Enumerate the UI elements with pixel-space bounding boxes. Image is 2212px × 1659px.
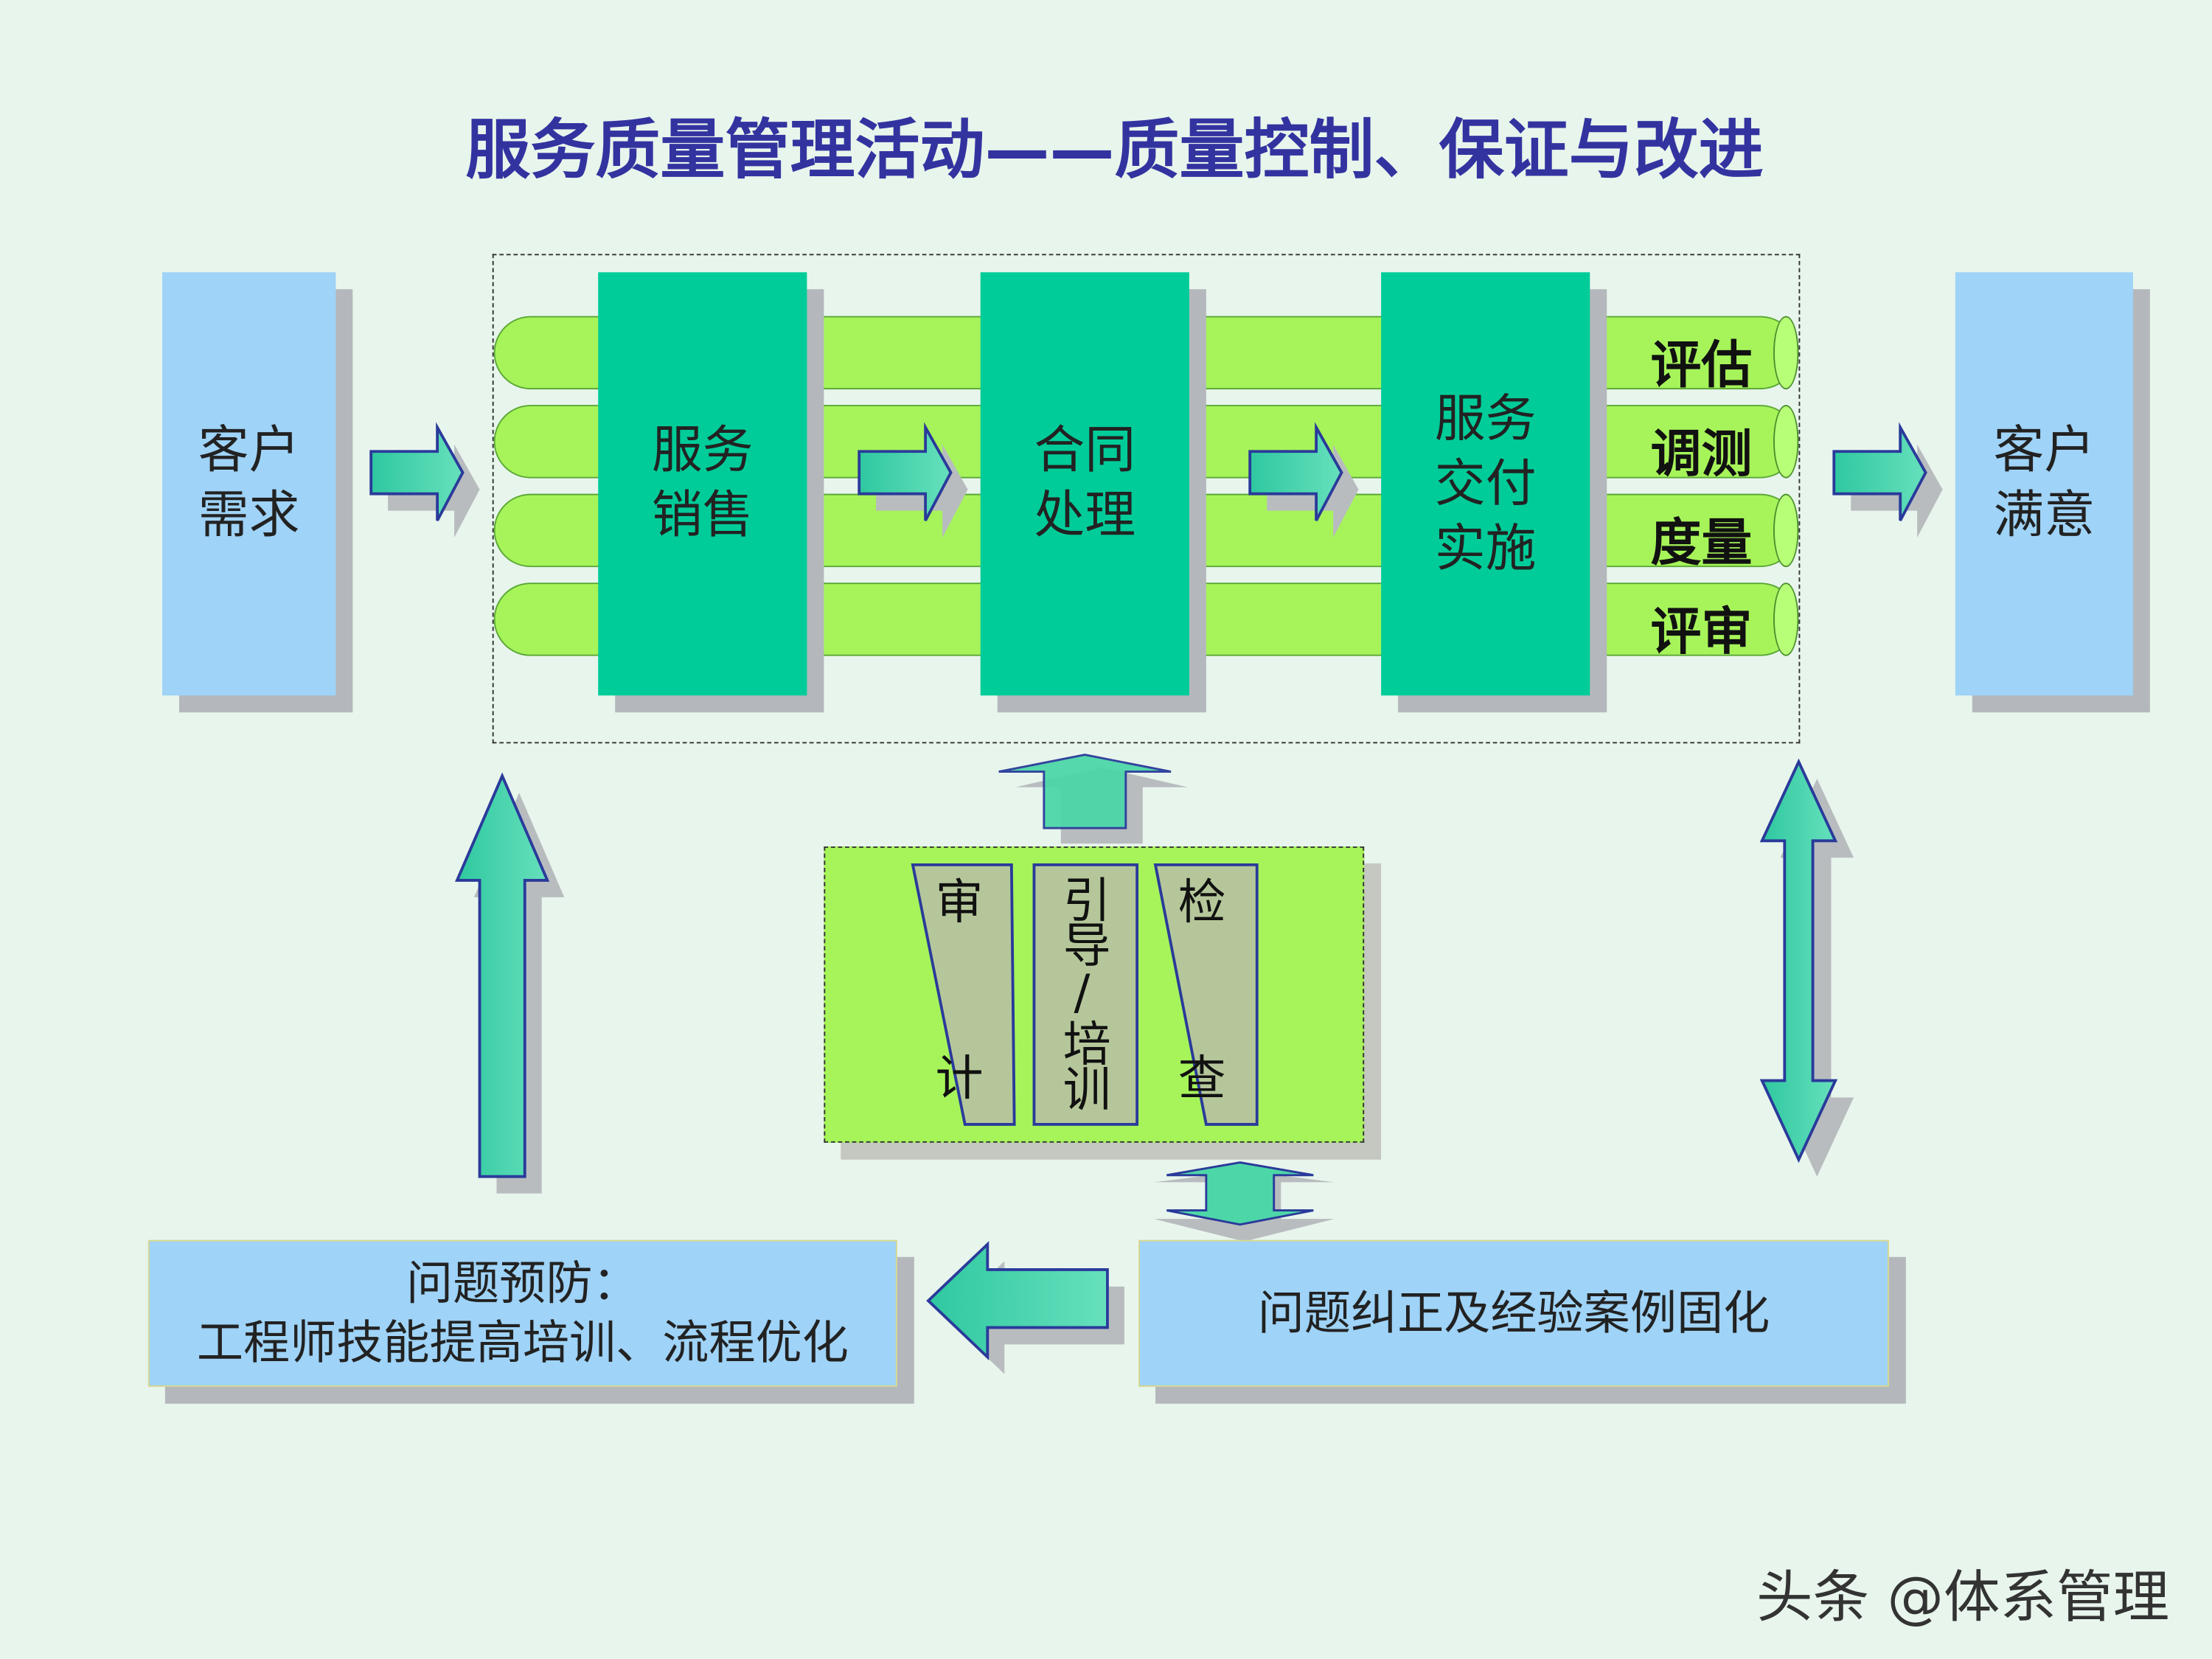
process-frame [492,254,1801,744]
watermark: 头条 @体系管理 [1756,1565,2170,1631]
support-frame [824,846,1365,1143]
audit-top-char: 审 [935,874,984,931]
stage-2-line-1: 合同 [1034,422,1136,480]
pipe-end-3 [1773,493,1799,568]
arrow-contract-to-delivery [1248,422,1343,521]
customer-satisfaction-line-2: 满意 [1993,487,2096,545]
pipe-end-2 [1773,405,1799,479]
stage-service-sales: 服务 销售 [598,272,807,696]
guidance-rect [1032,863,1139,1126]
stage-3-line-2: 交付 [1434,455,1537,514]
customer-satisfaction-line-1: 客户 [1993,422,2096,480]
stage-3-line-1: 服务 [1434,390,1537,449]
arrow-sales-to-contract [858,422,953,521]
right-double-arrow [1759,758,1838,1164]
arrow-to-satisfaction [1832,422,1927,521]
stage-1-line-2: 销售 [651,487,754,545]
stage-service-delivery: 服务 交付 实施 [1381,272,1590,696]
inspection-parallelogram [1153,863,1259,1126]
prevention-line-1: 问题预防： [406,1255,639,1311]
inspection-bottom-char: 查 [1178,1051,1226,1107]
pipe-label-evaluate: 评估 [1650,337,1753,395]
inspection-top-char: 检 [1178,874,1226,931]
correction-text: 问题纠正及经验案例固化 [1257,1285,1770,1340]
correction-to-prevention-arrow [926,1241,1109,1361]
customer-satisfaction-box: 客户 满意 [1955,272,2133,696]
pipe-label-review: 评审 [1650,603,1753,662]
support-up-arrow [998,754,1172,830]
stage-3-line-3: 实施 [1434,521,1537,579]
arrow-need-to-sales [369,422,465,521]
page-title: 服务质量管理活动——质量控制、保证与改进 [465,111,1764,188]
guidance-vertical-text: 引导/培训 [1054,874,1110,1109]
pipe-label-debug-test: 调测 [1650,425,1753,484]
customer-need-line-1: 客户 [198,422,300,480]
pipe-end-1 [1773,316,1799,390]
stage-contract-processing: 合同 处理 [980,272,1189,696]
stage-1-line-1: 服务 [651,422,754,480]
customer-need-line-2: 需求 [198,487,300,545]
prevention-box: 问题预防： 工程师技能提高培训、流程优化 [147,1239,897,1387]
correction-box: 问题纠正及经验案例固化 [1138,1239,1889,1387]
pipe-end-4 [1773,582,1799,656]
customer-need-box: 客户 需求 [162,272,336,696]
audit-bottom-char: 计 [935,1051,984,1107]
prevention-up-arrow [454,772,550,1178]
middle-double-arrow [1166,1161,1314,1226]
pipe-label-measure: 度量 [1650,515,1753,573]
stage-2-line-2: 处理 [1034,487,1136,545]
prevention-line-2: 工程师技能提高培训、流程优化 [196,1315,849,1370]
audit-parallelogram [911,863,1016,1126]
